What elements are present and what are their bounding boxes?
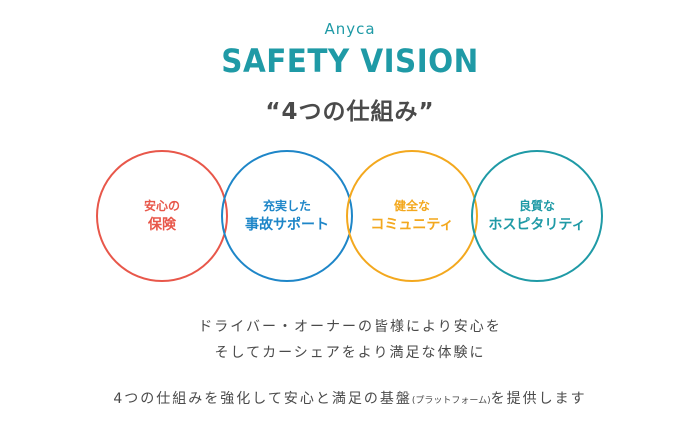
brand-name: Anyca <box>324 20 376 38</box>
pillar-accident-support-line1: 充実した <box>262 199 311 213</box>
description-line-1: ドライバー・オーナーの皆様により安心を <box>198 319 502 335</box>
pillar-insurance-line1: 安心の <box>143 199 180 213</box>
description-line-3-main: 4つの仕組みを強化して安心と満足の基盤 <box>113 391 412 407</box>
pillar-label-hospitality: 良質な ホスピタリティ <box>462 197 612 235</box>
description-line-3-note: (プラットフォーム) <box>411 396 491 406</box>
pillar-label-accident-support: 充実した 事故サポート <box>212 197 362 235</box>
pillar-hospitality-line2: ホスピタリティ <box>488 217 586 233</box>
page-title: SAFETY VISION <box>221 42 479 80</box>
pillar-community-line1: 健全な <box>393 199 430 213</box>
circle-hospitality <box>471 150 603 282</box>
pillar-accident-support-line2: 事故サポート <box>245 217 329 233</box>
description-line-3-end: を提供します <box>490 391 587 407</box>
pillar-label-community: 健全な コミュニティ <box>337 197 487 235</box>
pillar-insurance-line2: 保険 <box>148 217 176 233</box>
pillar-label-insurance: 安心の 保険 <box>87 197 237 235</box>
page-subtitle: “4つの仕組み” <box>265 99 435 125</box>
pillar-hospitality-line1: 良質な <box>518 199 555 213</box>
description-line-2: そしてカーシェアをより満足な体験に <box>214 345 486 361</box>
pillar-community-line2: コミュニティ <box>370 217 454 233</box>
description-line-3: 4つの仕組みを強化して安心と満足の基盤(プラットフォーム)を提供します <box>0 388 700 408</box>
